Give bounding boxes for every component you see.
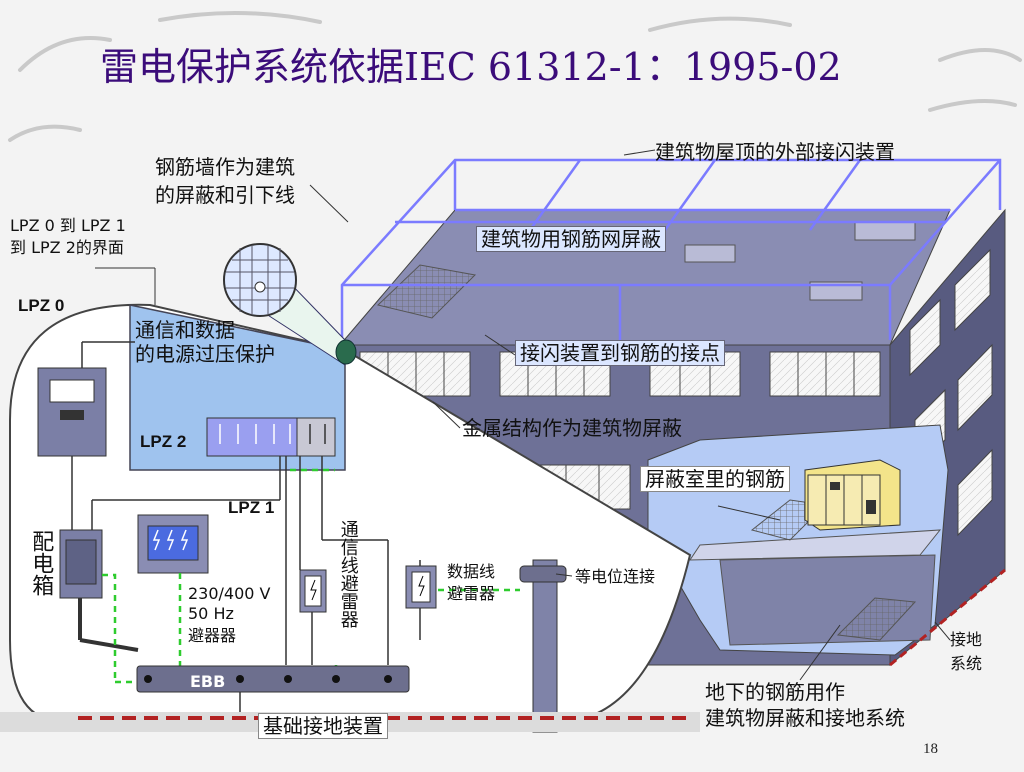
label-data-arrester-line1: 数据线 — [447, 562, 496, 581]
label-rebar-wall-line1: 钢筋墙作为建筑 — [155, 155, 295, 179]
label-lpz0: LPZ 0 — [18, 296, 65, 315]
background-decoration — [8, 10, 1022, 142]
label-foundation-earth: 基础接地装置 — [258, 713, 388, 739]
label-earth-system-line1: 接地 — [950, 630, 983, 649]
label-earth-system-line2: 系统 — [950, 654, 983, 673]
spd-strip — [206, 417, 336, 457]
label-lpz-boundary-line2: 到 LPZ 2的界面 — [10, 238, 124, 257]
label-comm-power-line2: 的电源过压保护 — [135, 342, 275, 366]
equipment-cabinet — [804, 459, 901, 531]
label-air-to-rebar: 接闪装置到钢筋的接点 — [515, 340, 725, 366]
distribution-box — [59, 529, 139, 652]
label-data-arrester-line2: 避雷器 — [447, 584, 496, 603]
label-comm-arrester: 通信线避雷器 — [337, 520, 359, 628]
page-number: 18 — [923, 741, 938, 757]
label-shielded-room: 屏蔽室里的钢筋 — [640, 466, 790, 492]
label-metal-structure: 金属结构作为建筑物屏蔽 — [462, 416, 682, 440]
label-rebar-mesh: 建筑物用钢筋网屏蔽 — [476, 226, 666, 252]
label-underground-line2: 建筑物屏蔽和接地系统 — [705, 706, 905, 730]
label-lpz1: LPZ 1 — [228, 498, 275, 517]
power-arrester-box — [137, 514, 209, 574]
label-power-arrester-line1: 230/400 V — [188, 584, 271, 603]
meter-box — [37, 341, 135, 457]
comm-arrester — [299, 569, 327, 613]
room-mesh-lower — [836, 597, 917, 641]
label-underground-line1: 地下的钢筋用作 — [705, 680, 845, 704]
label-comm-power-line1: 通信和数据 — [135, 318, 235, 342]
label-distribution-box: 配电箱 — [28, 530, 54, 596]
label-ebb: EBB — [190, 672, 226, 691]
label-power-arrester-line2: 50 Hz — [188, 604, 234, 623]
label-rebar-wall-line2: 的屏蔽和引下线 — [155, 183, 295, 207]
roof-air-termination — [340, 158, 1002, 340]
label-lpz2: LPZ 2 — [140, 432, 187, 451]
data-arrester — [405, 565, 437, 609]
rebar-zoom-lens — [223, 243, 297, 317]
ebb-bus-bar — [136, 665, 410, 693]
page-title: 雷电保护系统依据IEC 61312-1：1995-02 — [100, 45, 842, 89]
label-power-arrester-line3: 避器器 — [188, 626, 237, 645]
roof-mesh — [376, 264, 477, 319]
label-equipotential: 等电位连接 — [575, 567, 656, 586]
label-lpz-boundary-line1: LPZ 0 到 LPZ 1 — [10, 216, 126, 235]
metal-pipe — [532, 559, 558, 733]
label-roof-air-termination: 建筑物屋顶的外部接闪装置 — [655, 140, 895, 164]
